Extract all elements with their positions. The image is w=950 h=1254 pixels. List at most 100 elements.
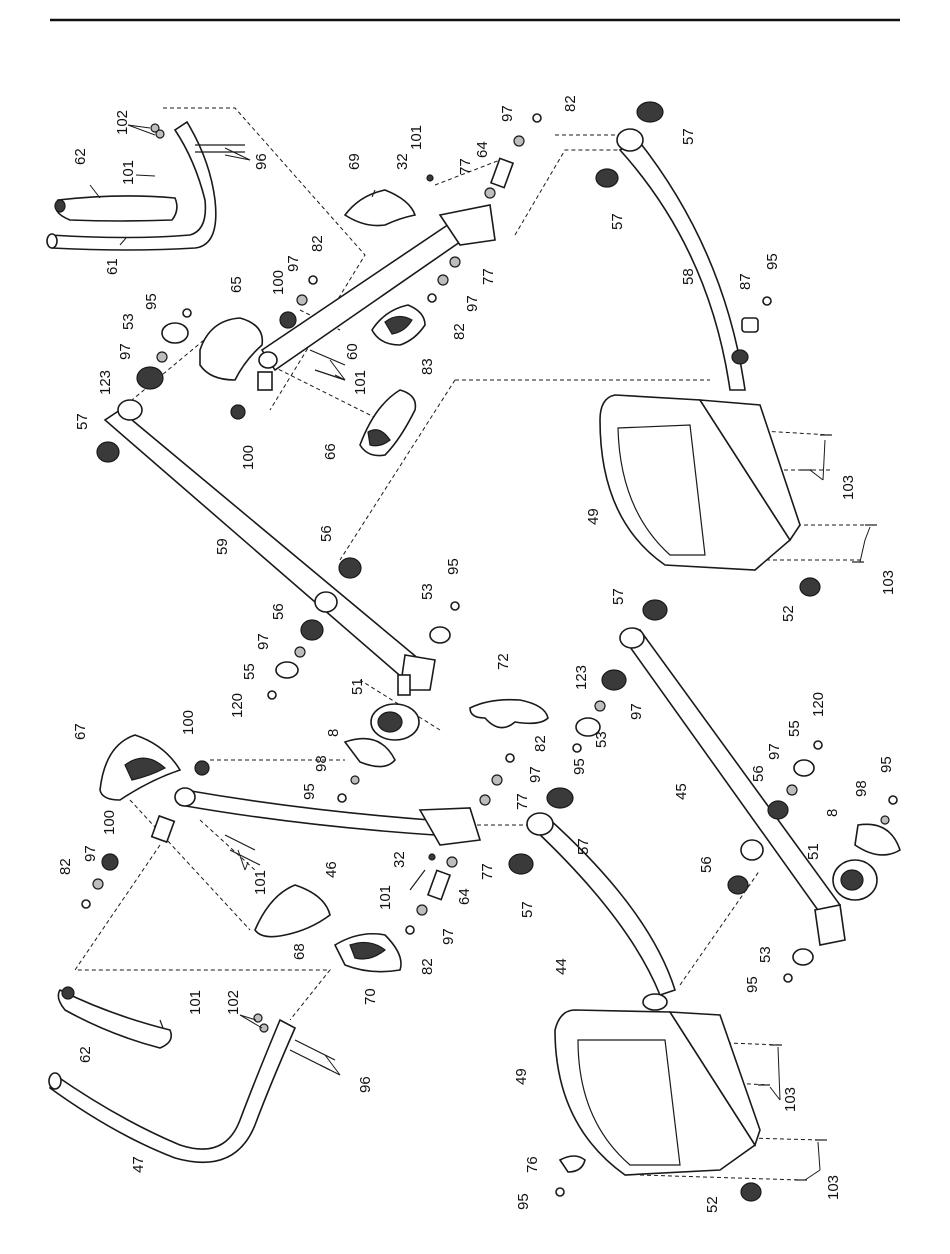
callout-57-d: 57 [610, 588, 627, 605]
callout-67: 67 [72, 723, 89, 740]
nut-102-c [253, 1013, 263, 1023]
pedal-housing-49 [599, 394, 792, 571]
callout-69: 69 [346, 153, 363, 170]
frame-58 [618, 138, 746, 391]
frame-45-block [814, 904, 846, 946]
callout-77-d: 77 [479, 863, 496, 880]
cap-53 [161, 322, 189, 344]
callout-96-b: 96 [357, 1076, 374, 1093]
arm-60-bracket [438, 204, 496, 246]
cover-67-detail [124, 757, 167, 781]
washer-97-i [491, 774, 503, 786]
callout-97-e: 97 [255, 633, 272, 650]
bolt-95 [182, 308, 192, 318]
handlebar-47 [49, 1018, 297, 1164]
endcap-57-d [642, 599, 668, 621]
cover-65 [199, 317, 264, 381]
callout-98-b: 98 [853, 780, 870, 797]
callout-82-d: 82 [532, 735, 549, 752]
endcap-57-c [595, 168, 619, 188]
callout-70: 70 [362, 988, 379, 1005]
arm-60 [260, 218, 472, 372]
washer-98 [350, 775, 360, 785]
callout-120-b: 120 [810, 692, 827, 717]
washer-97 [513, 135, 525, 147]
callout-97-d: 97 [117, 343, 134, 360]
rail-59-end-top [117, 399, 143, 421]
callout-53-d: 53 [757, 946, 774, 963]
callout-52: 52 [780, 605, 797, 622]
bolt-120 [267, 690, 277, 700]
bolt-95-d [762, 296, 772, 306]
washer-97-f [594, 700, 606, 712]
bearing-123 [136, 366, 164, 390]
bearing-100-d [101, 853, 119, 871]
callout-56-b: 56 [270, 603, 287, 620]
callout-57: 57 [680, 128, 697, 145]
frame-44-end [526, 812, 554, 836]
arm-46-bracket [418, 807, 482, 846]
grip-62-end [54, 199, 66, 213]
callout-32-b: 32 [391, 851, 408, 868]
callout-97-g: 97 [527, 766, 544, 783]
callout-103-b: 103 [880, 570, 897, 595]
callout-57-c: 57 [74, 413, 91, 430]
callout-62-b: 62 [77, 1046, 94, 1063]
callout-60: 60 [344, 343, 361, 360]
arm-46-pivot [174, 787, 196, 807]
callout-59: 59 [214, 538, 231, 555]
roller-56-d [727, 875, 749, 895]
callout-103-d: 103 [825, 1175, 842, 1200]
bolt-95-c [337, 793, 347, 803]
callout-45: 45 [673, 783, 690, 800]
callout-46: 46 [323, 861, 340, 878]
callout-61: 61 [104, 258, 121, 275]
pedal-housing-49-b [554, 1009, 757, 1176]
callout-102-b: 102 [225, 990, 242, 1015]
callout-123: 123 [97, 370, 114, 395]
leader-lines [89, 124, 871, 1181]
bolt-95-e [572, 743, 582, 753]
cover-66 [359, 389, 417, 457]
endcap-57-f [508, 853, 534, 875]
rail-59-collar [314, 591, 338, 613]
washer-77-b [449, 256, 461, 268]
washer-97-j [416, 904, 428, 916]
callout-68: 68 [291, 943, 308, 960]
callout-64: 64 [474, 141, 491, 158]
callout-100: 100 [270, 270, 287, 295]
washer-77-d [479, 794, 491, 806]
callout-49-b: 49 [513, 1068, 530, 1085]
roller-56-b [300, 619, 324, 641]
callout-56-c: 56 [750, 765, 767, 782]
callout-82-c: 82 [451, 323, 468, 340]
rail-59-axle [397, 674, 411, 696]
bolt-82-f [405, 925, 415, 935]
nut-102-d [259, 1023, 269, 1033]
bushing-64-b [426, 869, 452, 901]
pedal-49-base [698, 399, 801, 542]
callout-58: 58 [680, 268, 697, 285]
callout-97-b: 97 [285, 255, 302, 272]
bolt-95-f [888, 795, 898, 805]
callout-66: 66 [322, 443, 339, 460]
washer-97-d [156, 351, 168, 363]
callout-97-j: 97 [440, 928, 457, 945]
callout-120: 120 [229, 693, 246, 718]
callout-95-c: 95 [445, 558, 462, 575]
callout-65: 65 [228, 276, 245, 293]
cover-68 [254, 884, 331, 938]
endcap-57 [96, 441, 120, 463]
callout-95-h: 95 [515, 1193, 532, 1210]
callout-101-d: 101 [252, 870, 269, 895]
handlebar-61-end [46, 233, 58, 249]
frame-58-end [616, 128, 644, 152]
callout-101-c: 101 [352, 370, 369, 395]
callout-95-b: 95 [143, 293, 160, 310]
bearing-100-b [230, 404, 246, 420]
wheel-cover-8-b [854, 823, 901, 856]
screw-101-c [224, 834, 256, 851]
washer-55 [275, 661, 299, 679]
callout-62: 62 [72, 148, 89, 165]
